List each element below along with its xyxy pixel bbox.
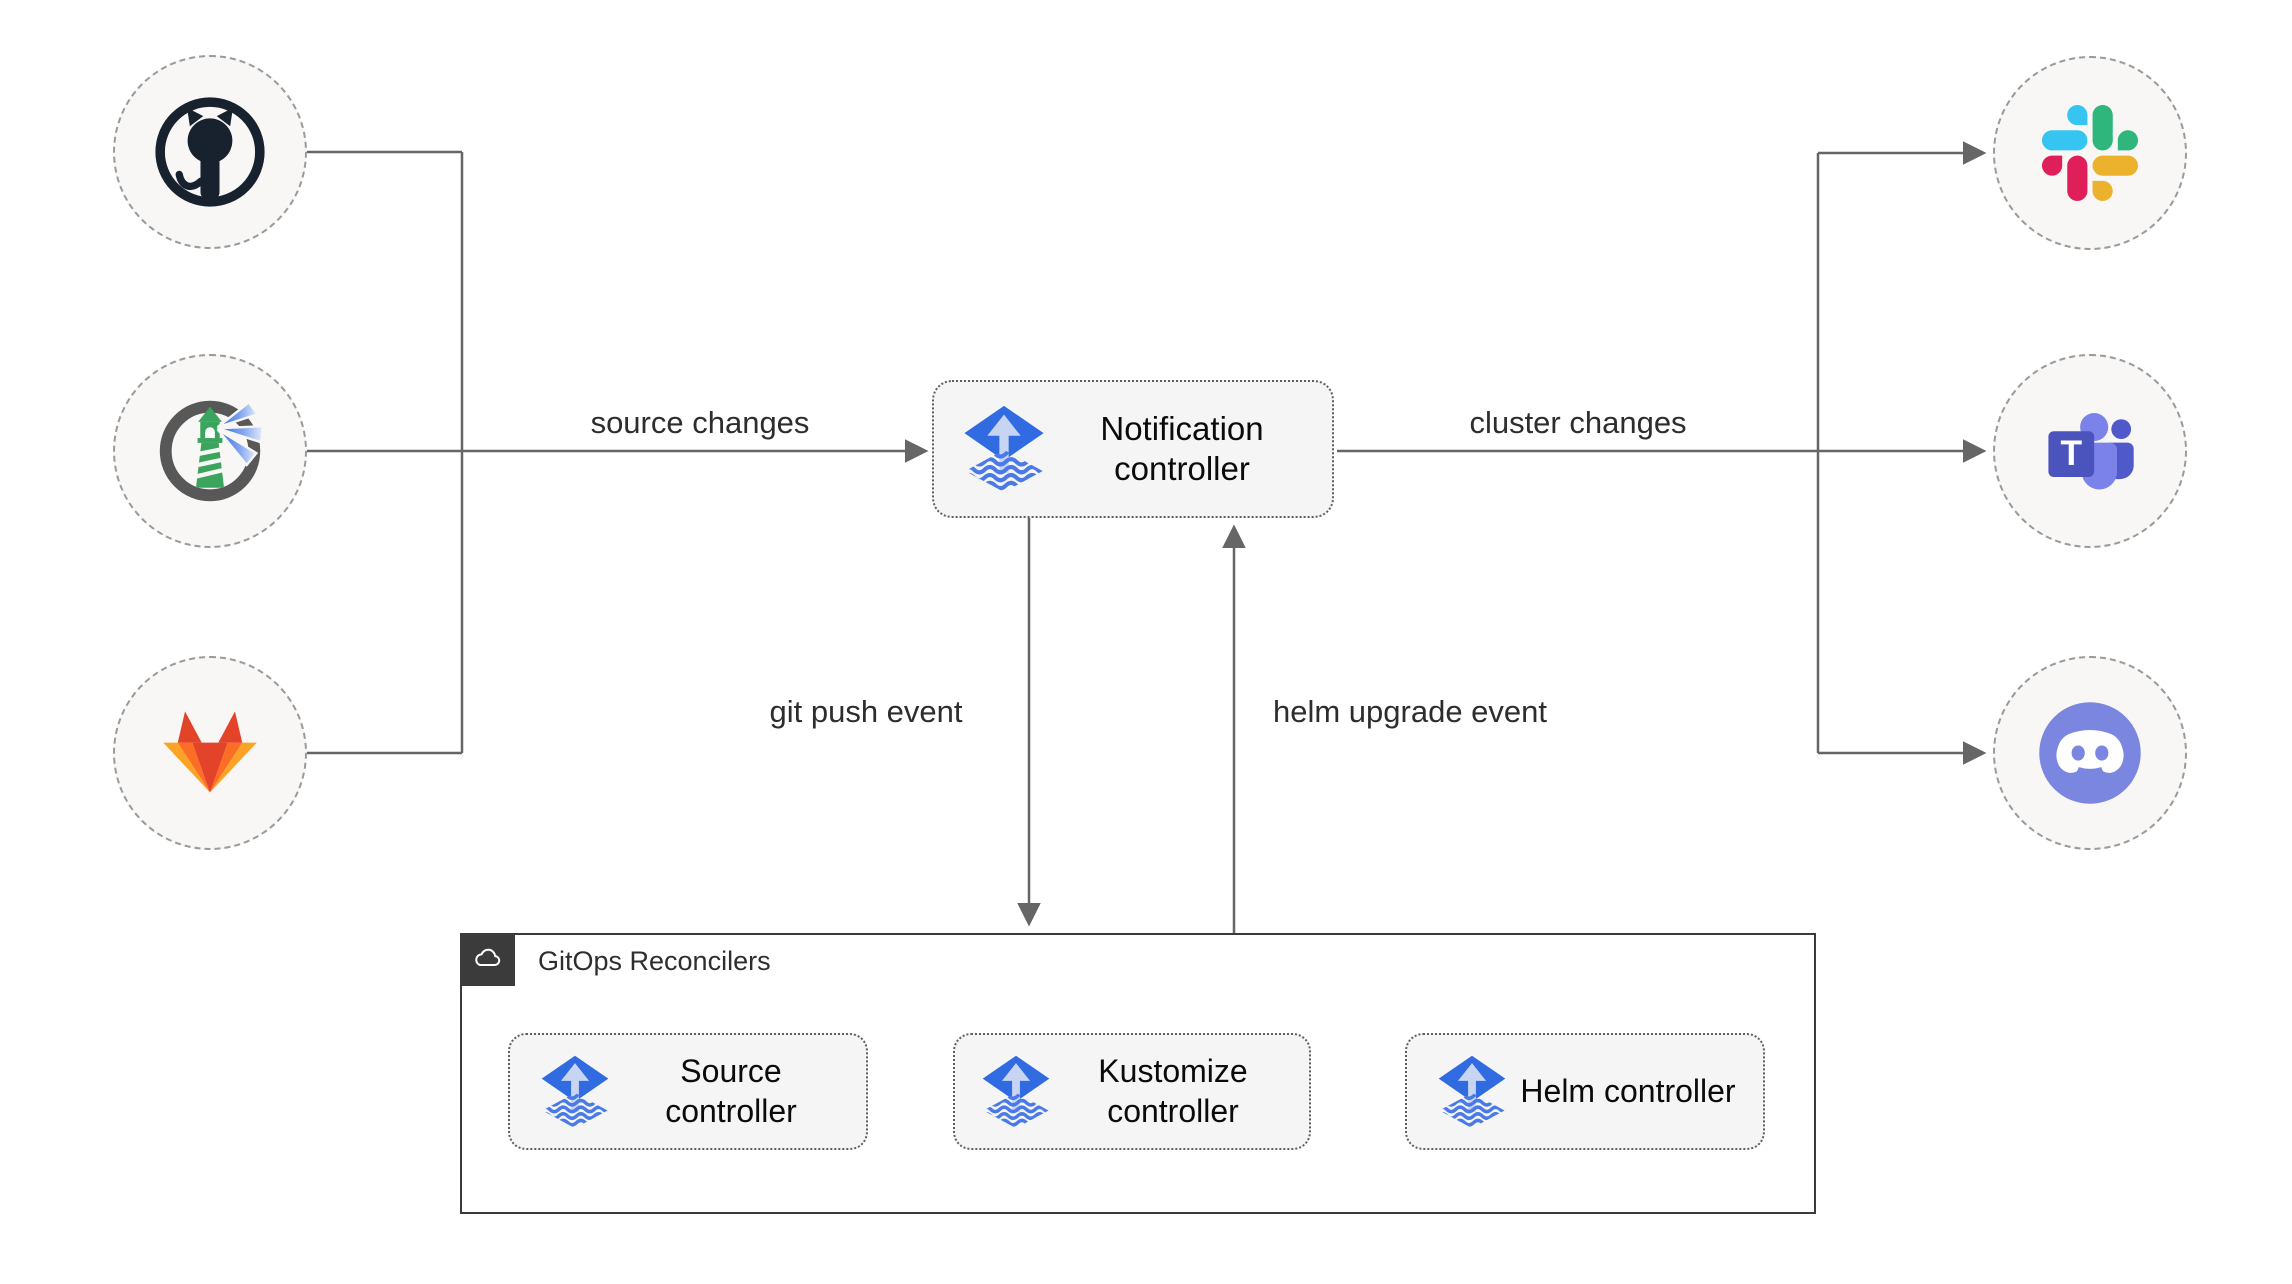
cloud-icon <box>475 948 501 966</box>
gitops-reconcilers-group: GitOps Reconcilers Source controller Kus… <box>459 932 1816 1214</box>
node-source-controller: Source controller <box>508 1033 868 1150</box>
group-badge <box>459 932 515 986</box>
node-discord <box>1993 656 2187 850</box>
node-slack <box>1993 56 2187 250</box>
node-github <box>113 55 307 249</box>
node-harbor <box>113 354 307 548</box>
slack-icon <box>2042 105 2138 201</box>
flux-icon <box>960 405 1048 493</box>
discord-icon <box>2039 702 2141 804</box>
node-microsoft-teams: T <box>1993 354 2187 548</box>
flux-icon <box>1435 1055 1509 1129</box>
edge-label-cluster-changes: cluster changes <box>1469 405 1687 440</box>
flux-icon <box>538 1055 612 1129</box>
teams-letter: T <box>2060 434 2082 473</box>
node-kustomize-controller: Kustomize controller <box>953 1033 1311 1150</box>
node-gitlab <box>113 656 307 850</box>
teams-icon: T <box>2048 413 2134 490</box>
source-controller-label: Source controller <box>665 1053 797 1129</box>
gitlab-icon <box>163 711 257 793</box>
helm-controller-label: Helm controller <box>1520 1072 1736 1109</box>
gitops-reconcilers-label: GitOps Reconcilers <box>538 945 771 976</box>
edge-label-helm-upgrade-event: helm upgrade event <box>1272 694 1548 729</box>
node-helm-controller: Helm controller <box>1405 1033 1765 1150</box>
flux-icon <box>979 1055 1053 1129</box>
kustomize-controller-label: Kustomize controller <box>1098 1053 1248 1129</box>
github-icon <box>155 97 265 207</box>
notification-controller-label: Notification controller <box>1100 409 1264 487</box>
harbor-icon <box>159 400 264 502</box>
edge-label-git-push-event: git push event <box>769 694 963 729</box>
edge-label-source-changes: source changes <box>590 405 810 440</box>
node-notification-controller: Notification controller <box>932 380 1334 518</box>
